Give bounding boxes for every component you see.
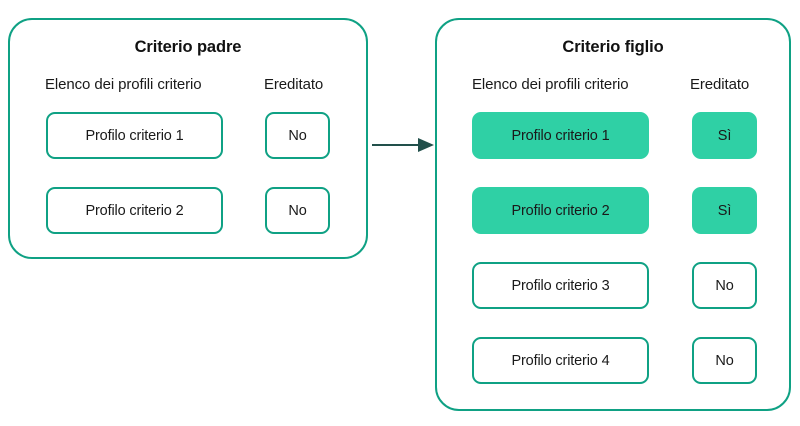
child-inherited-chip-3[interactable]: No	[692, 262, 757, 309]
table-row: Profilo criterio 1 No	[10, 112, 366, 159]
parent-panel-title: Criterio padre	[134, 38, 242, 56]
child-column-headers: Elenco dei profili criterio Ereditato	[437, 76, 789, 98]
parent-profile-chip-1[interactable]: Profilo criterio 1	[46, 112, 223, 159]
parent-column-header-inherited: Ereditato	[264, 76, 324, 93]
child-policy-panel: Criterio figlio Elenco dei profili crite…	[435, 18, 791, 411]
inheritance-arrow-icon	[372, 138, 434, 152]
table-row: Profilo criterio 3 No	[437, 262, 789, 309]
parent-column-headers: Elenco dei profili criterio Ereditato	[10, 76, 366, 98]
child-inherited-chip-1[interactable]: Sì	[692, 112, 757, 159]
parent-column-header-profiles: Elenco dei profili criterio	[45, 76, 202, 93]
table-row: Profilo criterio 2 Sì	[437, 187, 789, 234]
child-column-header-inherited: Ereditato	[690, 76, 750, 93]
table-row: Profilo criterio 1 Sì	[437, 112, 789, 159]
parent-inherited-chip-1[interactable]: No	[265, 112, 330, 159]
child-profile-chip-4[interactable]: Profilo criterio 4	[472, 337, 649, 384]
child-panel-title: Criterio figlio	[562, 38, 664, 56]
child-rows: Profilo criterio 1 Sì Profilo criterio 2…	[437, 20, 789, 409]
child-inherited-chip-2[interactable]: Sì	[692, 187, 757, 234]
parent-rows: Profilo criterio 1 No Profilo criterio 2…	[10, 20, 366, 257]
parent-policy-panel: Criterio padre Elenco dei profili criter…	[8, 18, 368, 259]
child-profile-chip-2[interactable]: Profilo criterio 2	[472, 187, 649, 234]
table-row: Profilo criterio 4 No	[437, 337, 789, 384]
parent-inherited-chip-2[interactable]: No	[265, 187, 330, 234]
child-profile-chip-1[interactable]: Profilo criterio 1	[472, 112, 649, 159]
child-profile-chip-3[interactable]: Profilo criterio 3	[472, 262, 649, 309]
child-column-header-profiles: Elenco dei profili criterio	[472, 76, 629, 93]
parent-profile-chip-2[interactable]: Profilo criterio 2	[46, 187, 223, 234]
table-row: Profilo criterio 2 No	[10, 187, 366, 234]
child-inherited-chip-4[interactable]: No	[692, 337, 757, 384]
